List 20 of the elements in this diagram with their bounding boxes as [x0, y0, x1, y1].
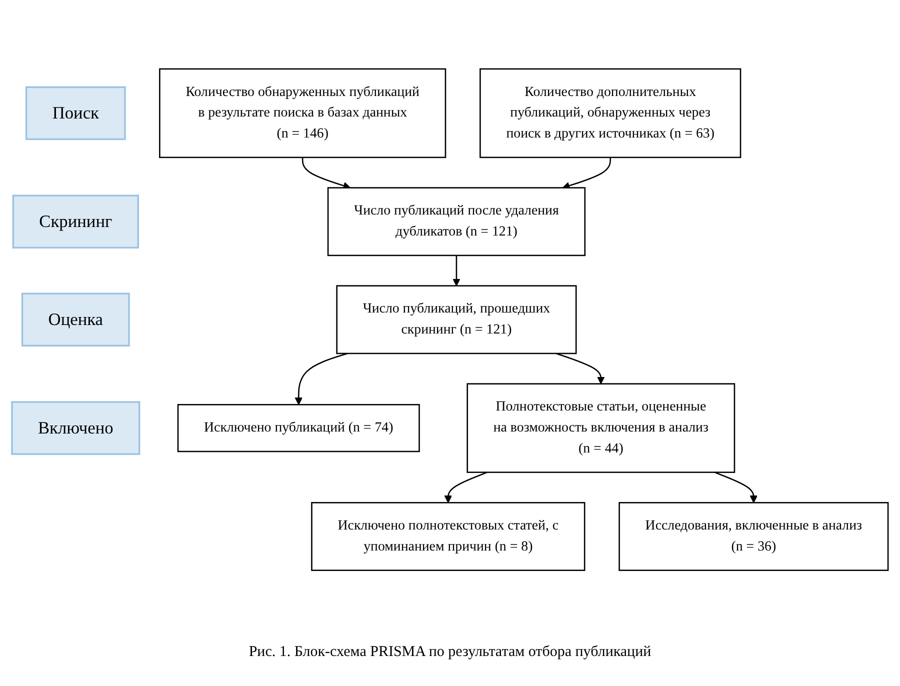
node-box: Количество дополнительных публикаций, обнаруженных через поиск в других источниках (n = 63) [480, 68, 742, 158]
node-box: Число публикаций после удаления дубликатов (n = 121) [327, 187, 586, 256]
node-box: Исключено публикаций (n = 74) [177, 404, 420, 452]
node-box: Полнотекстовые статьи, оцененные на возможность включения в анализ (n = 44) [466, 384, 736, 474]
arrow [556, 353, 605, 385]
arrow [294, 353, 348, 406]
figure-caption: Рис. 1. Блок-схема PRISMA по результатам отбора публикаций [248, 644, 652, 661]
node-box: Включено [11, 402, 140, 456]
node-box: Скрининг [12, 195, 139, 249]
arrow [452, 256, 460, 286]
arrow [444, 472, 488, 504]
node-box: Оценка [21, 293, 130, 347]
node-box: Количество обнаруженных публикаций в результате поиска в базах данных (n = 146) [159, 68, 446, 158]
node-box: Исследования, включенные в анализ (n = 36) [618, 502, 889, 572]
arrow [714, 472, 758, 504]
node-box: Исключено полнотекстовых статей, с упоминанием причин (n = 8) [311, 502, 586, 572]
arrow [562, 158, 611, 190]
node-box: Число публикаций, прошедших скрининг (n = 121) [336, 286, 577, 354]
node-box: Поиск [25, 86, 126, 140]
arrow [302, 158, 351, 190]
